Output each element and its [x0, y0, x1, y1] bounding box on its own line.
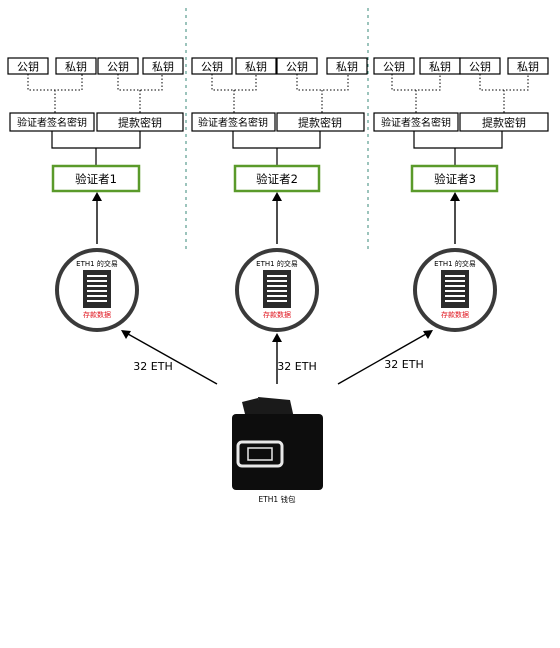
withdrawal-key-label: 提款密钥 [118, 116, 162, 130]
signing-key-box [373, 112, 459, 132]
deposit-data-label: 存款数据 [83, 310, 111, 319]
private-key-label: 私钥 [517, 60, 539, 74]
arrowhead [121, 330, 131, 339]
private-key-label: 私钥 [152, 60, 174, 74]
key-merge-connector [51, 131, 141, 149]
amount-label-2: 32 ETH [277, 360, 316, 373]
signing-key-label: 验证者签名密钥 [198, 116, 268, 129]
arrowhead [423, 330, 433, 339]
validator-group-1: 公钥 私钥 公钥 私钥 验证者签名密钥 提款密钥 验证者1 [7, 57, 184, 193]
transaction-circle-3: ETH1 的交易 存款数据 [413, 248, 497, 332]
document-icon [83, 270, 111, 308]
validator-box [410, 164, 499, 193]
arrowhead [272, 192, 282, 201]
private-key-box [142, 57, 184, 75]
transaction-circle-1: ETH1 的交易 存款数据 [55, 248, 139, 332]
private-key-box [55, 57, 97, 75]
validator-group-2: 公钥 私钥 公钥 私钥 验证者签名密钥 提款密钥 验证者2 [191, 57, 368, 193]
withdrawal-key-label: 提款密钥 [298, 116, 342, 130]
arrow-to-tx-3 [337, 333, 427, 385]
validator-box [51, 164, 141, 193]
validator-label: 验证者1 [75, 172, 117, 186]
document-icon [441, 270, 469, 308]
public-key-box [459, 57, 501, 75]
arrow-to-tx-1 [127, 333, 218, 385]
private-key-label: 私钥 [336, 60, 358, 74]
private-key-box [507, 57, 549, 75]
public-key-box [7, 57, 49, 75]
signing-key-label: 验证者签名密钥 [381, 116, 451, 129]
public-key-box [276, 57, 318, 75]
public-key-label: 公钥 [17, 60, 39, 74]
private-key-box [326, 57, 368, 75]
arrowhead [92, 192, 102, 201]
signing-key-box [9, 112, 95, 132]
key-pair-connector [296, 74, 349, 91]
transaction-circle-2: ETH1 的交易 存款数据 [235, 248, 319, 332]
key-pair-connector [117, 74, 163, 91]
public-key-label: 公钥 [383, 60, 405, 74]
public-key-box [97, 57, 139, 75]
key-merge-connector [413, 131, 503, 149]
validator-label: 验证者2 [256, 172, 298, 186]
public-key-label: 公钥 [107, 60, 129, 74]
wallet-label: ETH1 钱包 [258, 494, 296, 504]
transaction-title: ETH1 的交易 [76, 259, 118, 268]
amount-label-3: 32 ETH [384, 358, 423, 371]
public-key-label: 公钥 [469, 60, 491, 74]
key-pair-connector [211, 74, 257, 91]
validator-group-3: 公钥 私钥 公钥 私钥 验证者签名密钥 提款密钥 验证者3 [373, 57, 549, 193]
signing-key-box [191, 112, 276, 132]
signing-key-label: 验证者签名密钥 [17, 116, 87, 129]
withdrawal-key-box [276, 112, 365, 132]
arrowhead [450, 192, 460, 201]
public-key-label: 公钥 [286, 60, 308, 74]
public-key-label: 公钥 [201, 60, 223, 74]
key-merge-connector [232, 131, 321, 149]
private-key-label: 私钥 [65, 60, 87, 74]
key-pair-connector [27, 74, 83, 91]
validator-box [233, 164, 321, 193]
private-key-label: 私钥 [429, 60, 451, 74]
deposit-arrows [92, 192, 460, 244]
withdrawal-key-box [459, 112, 549, 132]
wallet-icon [232, 397, 323, 490]
withdrawal-key-box [96, 112, 184, 132]
key-pair-connector [391, 74, 441, 91]
document-icon [263, 270, 291, 308]
funding-arrows [121, 330, 433, 385]
key-pair-connector [479, 74, 529, 91]
public-key-box [373, 57, 415, 75]
transaction-title: ETH1 的交易 [434, 259, 476, 268]
public-key-box [191, 57, 233, 75]
arrowhead [272, 333, 282, 342]
withdrawal-key-label: 提款密钥 [482, 116, 526, 130]
validator-label: 验证者3 [434, 172, 476, 186]
deposit-data-label: 存款数据 [263, 310, 291, 319]
private-key-box [235, 57, 277, 75]
transaction-title: ETH1 的交易 [256, 259, 298, 268]
amount-label-1: 32 ETH [133, 360, 172, 373]
private-key-label: 私钥 [245, 60, 267, 74]
deposit-data-label: 存款数据 [441, 310, 469, 319]
